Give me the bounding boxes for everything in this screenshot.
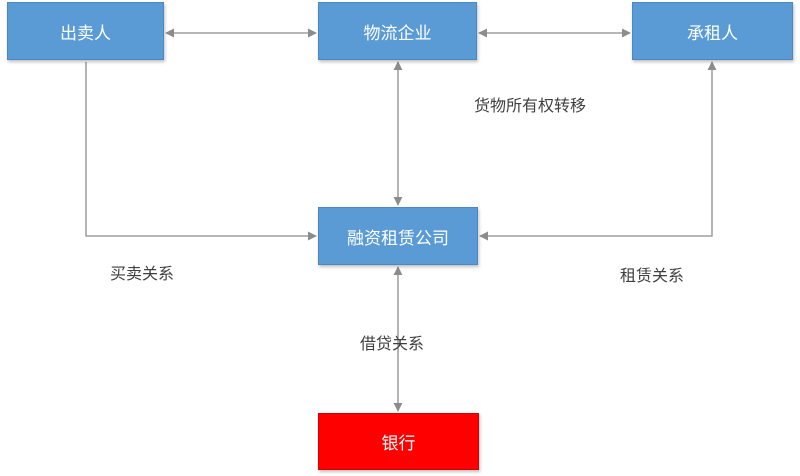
logistics-node-label: 物流企业 xyxy=(363,23,432,44)
logistics-node: 物流企业 xyxy=(318,2,477,60)
bank-node-label: 银行 xyxy=(381,434,416,454)
seller-leasing-connector xyxy=(85,62,317,241)
lease-relation-label: 租赁关系 xyxy=(620,266,685,285)
ownership-transfer-label: 货物所有权转移 xyxy=(474,96,587,115)
leasing-company-node: 融资租赁公司 xyxy=(318,207,478,265)
lessee-leasing-connector xyxy=(479,61,717,241)
seller-node: 出卖人 xyxy=(7,2,164,60)
seller-node-label: 出卖人 xyxy=(60,23,111,44)
sale-relation-label: 买卖关系 xyxy=(110,264,175,283)
lessee-node-label: 承租人 xyxy=(687,23,738,44)
bank-node: 银行 xyxy=(318,413,479,470)
lessee-node: 承租人 xyxy=(632,2,793,60)
loan-relation-label: 借贷关系 xyxy=(360,334,425,353)
leasing-company-node-label: 融资租赁公司 xyxy=(347,228,449,249)
